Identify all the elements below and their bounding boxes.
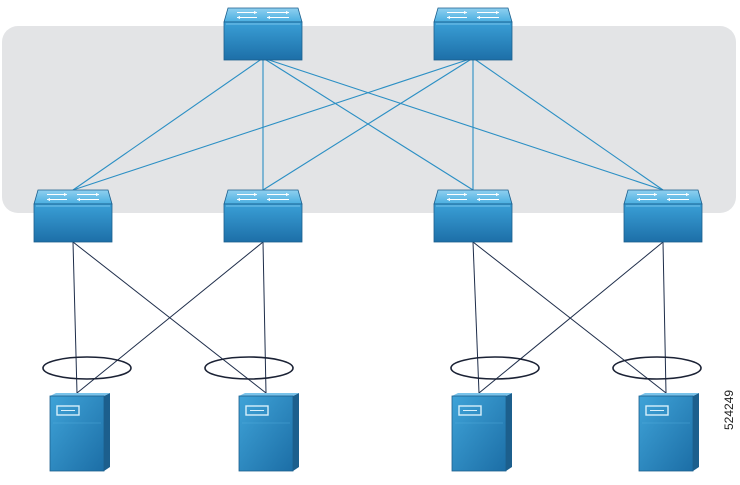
access-link (478, 241, 664, 394)
access-link (76, 241, 264, 394)
switch-icon (623, 189, 703, 243)
access-link (262, 241, 267, 394)
port-channel-bundle (42, 356, 132, 380)
switch-icon (33, 189, 113, 243)
server-icon (238, 393, 299, 472)
server-icon (638, 393, 699, 472)
switch-icon (433, 189, 513, 243)
port-channel-bundle (612, 356, 702, 380)
switch-icon (433, 7, 513, 61)
fabric-link (72, 57, 264, 191)
switch-icon (223, 7, 303, 61)
fabric-link (262, 57, 474, 191)
leaf-server-links (72, 241, 667, 394)
server-icon (49, 393, 110, 472)
server-icon (451, 393, 512, 472)
port-channel-bundle (450, 356, 540, 380)
switch-icon (223, 189, 303, 243)
figure-number: 524249 (722, 389, 736, 430)
fabric-zone (2, 26, 736, 213)
devices (33, 7, 703, 472)
access-link (662, 241, 667, 394)
fabric-link (472, 57, 664, 191)
access-link (472, 241, 667, 394)
access-link (72, 241, 78, 394)
port-channel-bundle (204, 356, 294, 380)
access-link (472, 241, 480, 394)
fabric-link (72, 57, 474, 191)
spine-leaf-links (72, 57, 664, 191)
fabric-link (262, 57, 664, 191)
port-channel-bundles (42, 356, 702, 380)
